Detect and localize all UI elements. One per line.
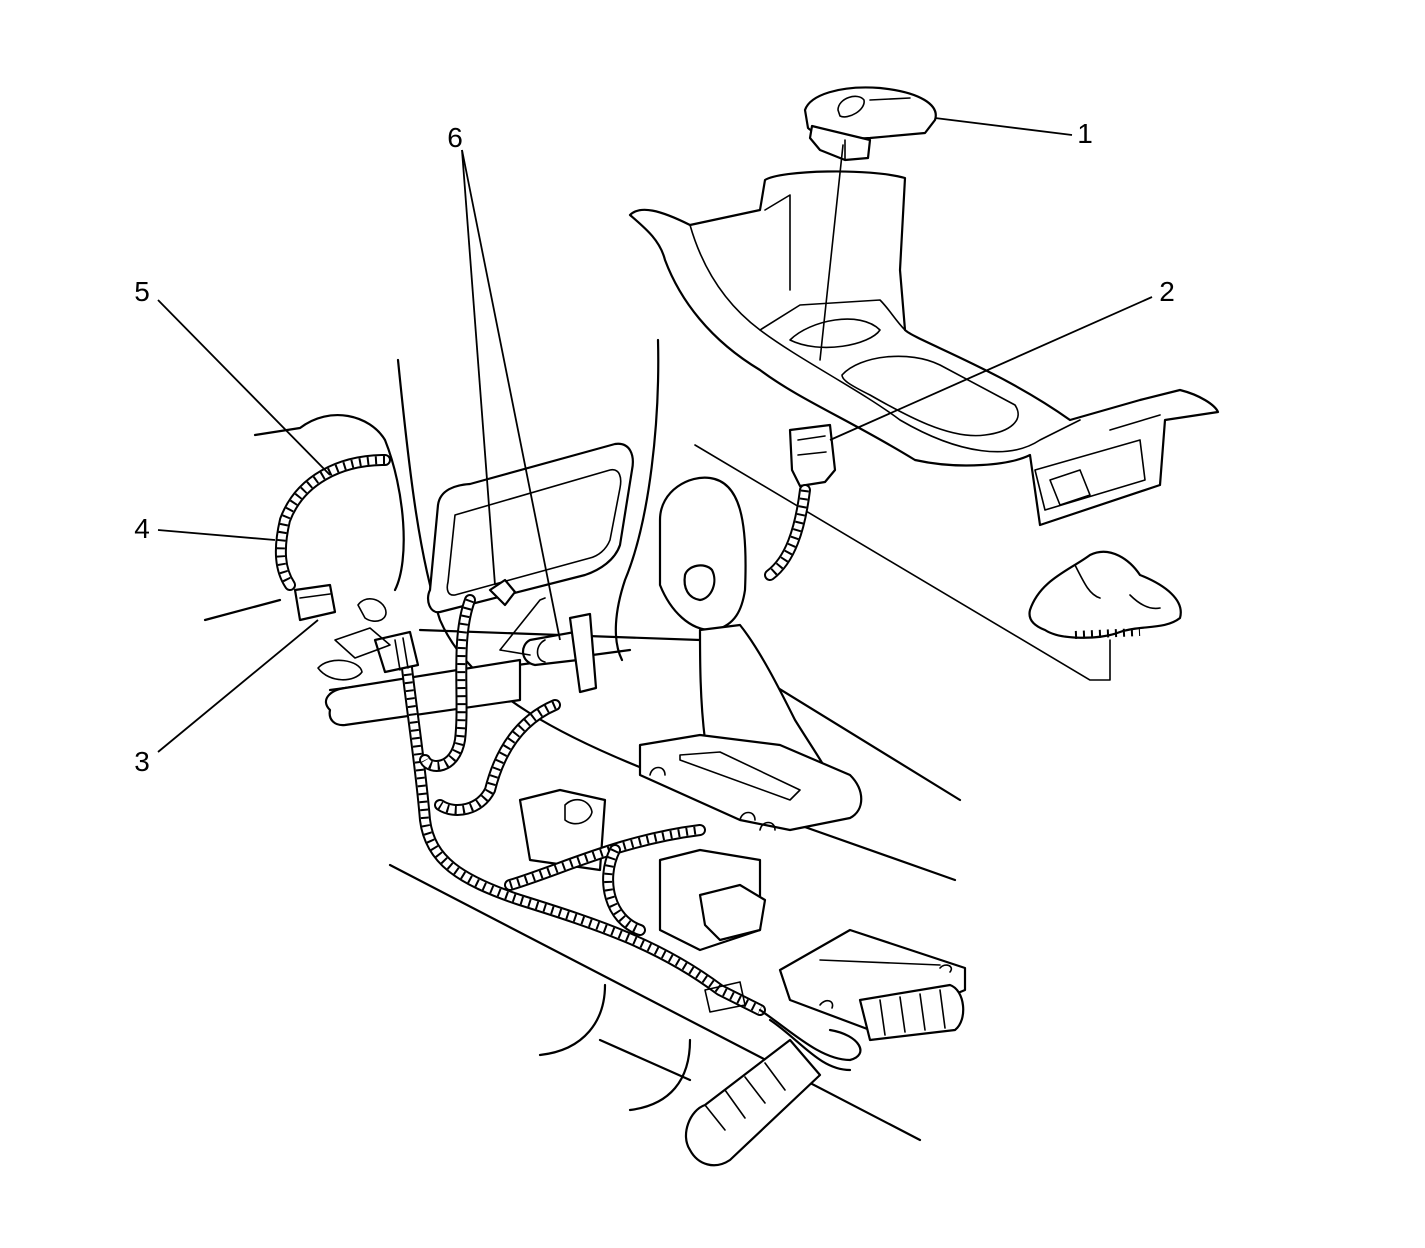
kick-panel: [203, 414, 522, 727]
callout-6: 6: [447, 122, 463, 153]
callout-1: 1: [1077, 118, 1093, 149]
callout-5: 5: [134, 276, 150, 307]
shift-lever: [638, 444, 1111, 832]
leader-4: [157, 529, 276, 541]
leader-lines: [157, 117, 1153, 753]
lamp-socket: [499, 597, 598, 694]
shift-bezel: [1028, 550, 1182, 639]
wiring-harness-kick: [274, 454, 391, 591]
callout-4: 4: [134, 513, 150, 544]
callout-2: 2: [1159, 276, 1175, 307]
console-switch: [803, 86, 937, 162]
leader-2: [829, 296, 1153, 441]
front-console: [628, 170, 1220, 527]
leader-5: [157, 299, 331, 476]
leader-1: [934, 117, 1073, 136]
leader-3: [157, 619, 319, 753]
dash-lower-panel: [426, 442, 634, 614]
callout-3: 3: [134, 746, 150, 777]
leader-6b: [461, 149, 561, 641]
floor-bracket: [518, 788, 967, 1032]
leader-6a: [461, 149, 496, 586]
switch-connector: [788, 144, 844, 488]
ribbed-duct: [684, 983, 965, 1167]
wiring-harness-main: [399, 484, 811, 1016]
harness-connector: [293, 578, 746, 1013]
